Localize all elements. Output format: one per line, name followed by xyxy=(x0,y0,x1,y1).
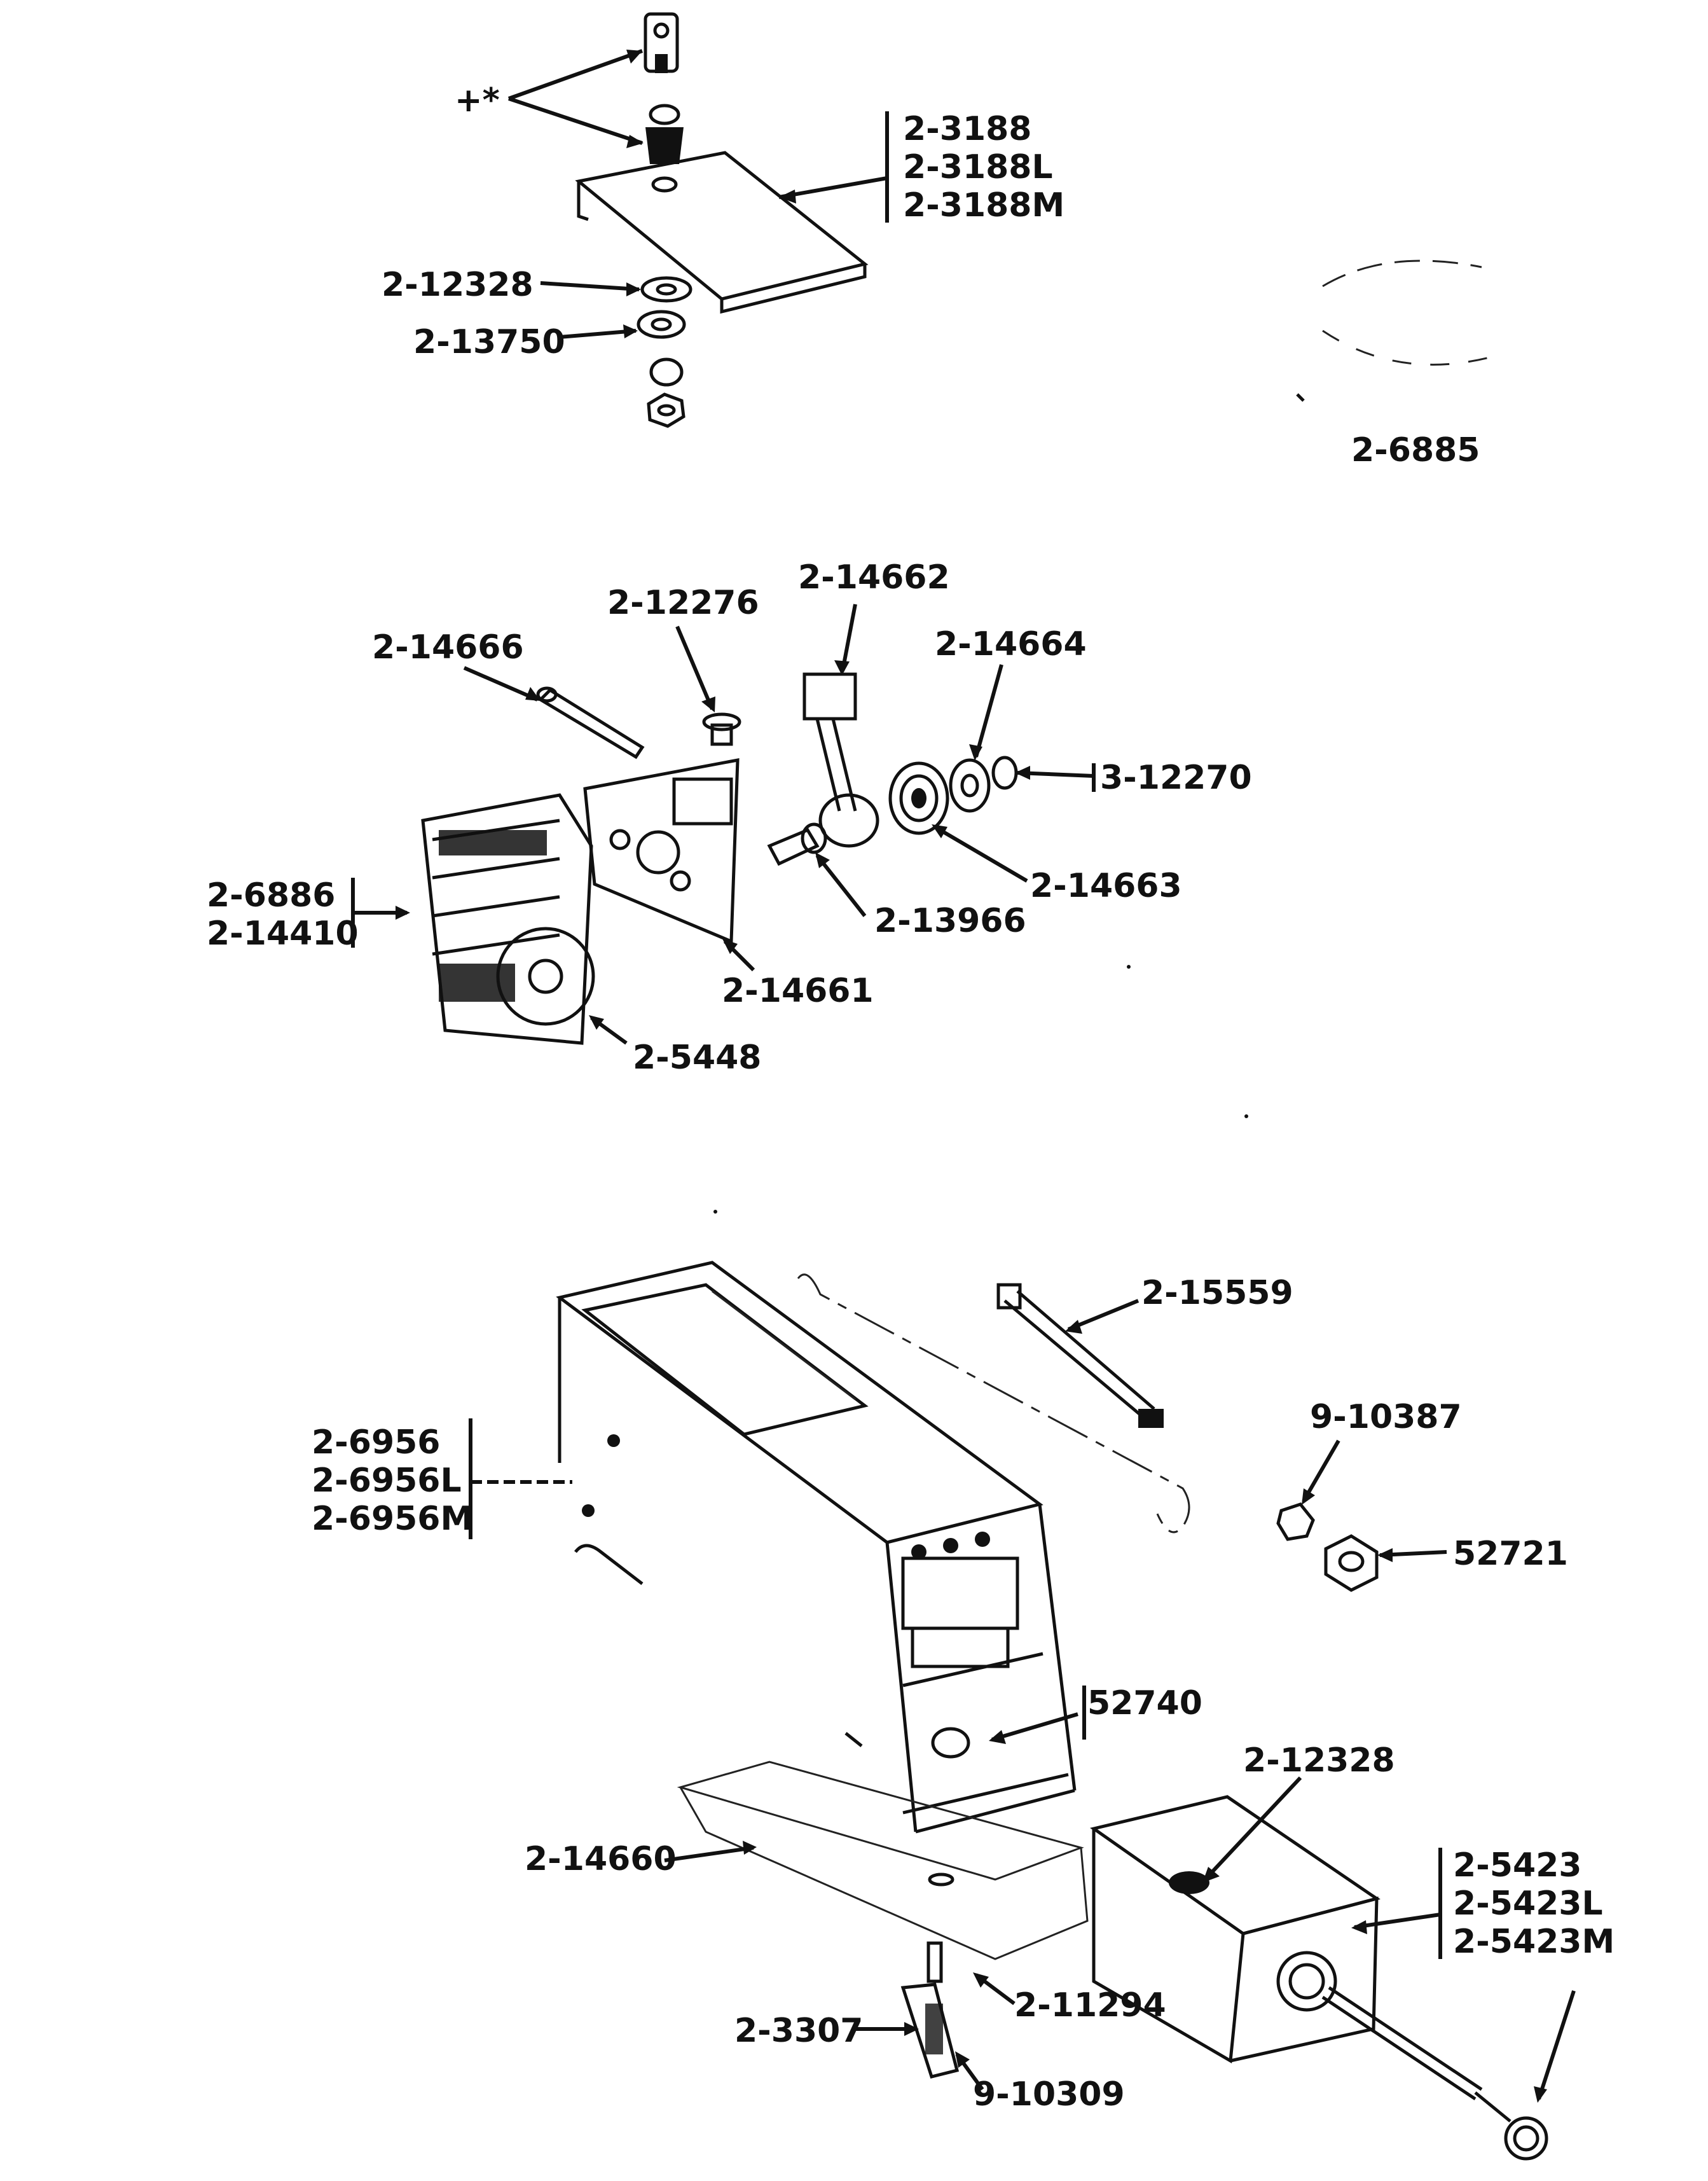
callout-plus-star: +* xyxy=(455,81,500,120)
washer-part xyxy=(949,758,991,813)
top-assembly: +* 2-3188 2-3188L 2-3188M 2-12328 2-1375… xyxy=(382,12,1495,469)
callout-2-6956: 2-6956 xyxy=(312,1423,441,1462)
screw-part xyxy=(702,712,741,746)
callout-2-14410: 2-14410 xyxy=(207,915,359,953)
callout-9-10387: 9-10387 xyxy=(1310,1398,1462,1436)
callout-2-15559: 2-15559 xyxy=(1141,1274,1293,1312)
callout-2-6885: 2-6885 xyxy=(1351,431,1480,469)
callout-2-3188m: 2-3188M xyxy=(903,186,1064,225)
callout-2-14660: 2-14660 xyxy=(525,1840,677,1878)
callout-2-12328-bottom: 2-12328 xyxy=(1243,1741,1395,1780)
callout-2-12328-top: 2-12328 xyxy=(382,266,534,304)
main-cabinet-part xyxy=(556,1261,1077,1834)
callout-52721: 52721 xyxy=(1453,1535,1568,1573)
callout-2-3307: 2-3307 xyxy=(734,2012,864,2050)
clip-part xyxy=(991,756,1018,790)
leader-2-12328a xyxy=(540,281,640,291)
key-part xyxy=(644,12,679,73)
spring-pin-part xyxy=(926,1941,943,1983)
stray-mark xyxy=(1244,1114,1248,1118)
bottom-assembly: 2-15559 9-10387 52721 2-6956 2-6956L 2-6… xyxy=(312,1261,1615,2161)
leader-2-3188 xyxy=(778,176,888,199)
rod-part xyxy=(996,1283,1164,1428)
callout-2-5423m: 2-5423M xyxy=(1453,1923,1615,1961)
callout-2-13966: 2-13966 xyxy=(874,902,1026,940)
leader-plus-star-cylinder xyxy=(508,97,643,145)
cover-plate-part xyxy=(575,151,869,314)
leader-2-13750 xyxy=(559,329,637,339)
callout-52740: 52740 xyxy=(1087,1684,1202,1722)
callout-2-14663: 2-14663 xyxy=(1030,867,1182,905)
washer-nut-stack xyxy=(637,276,692,428)
shaft-part xyxy=(537,688,645,759)
callout-2-5423l: 2-5423L xyxy=(1453,1885,1603,1923)
callout-2-6956l: 2-6956L xyxy=(312,1462,462,1500)
callout-2-14662: 2-14662 xyxy=(798,558,950,597)
callout-2-3188: 2-3188 xyxy=(903,110,1032,148)
lock-cylinder-part xyxy=(645,104,684,193)
stray-mark xyxy=(1127,965,1131,969)
connecting-wire xyxy=(797,1273,1190,1534)
counter-mechanism-part xyxy=(421,793,595,1045)
callout-2-14664: 2-14664 xyxy=(935,625,1087,663)
callout-2-6886: 2-6886 xyxy=(207,876,336,915)
callout-2-14666: 2-14666 xyxy=(372,628,524,667)
drawer-part xyxy=(1090,1795,1381,2064)
base-plate-part xyxy=(677,1761,1089,1960)
callout-2-11294: 2-11294 xyxy=(1014,1986,1166,2025)
callout-2-14661: 2-14661 xyxy=(722,972,874,1010)
stray-mark xyxy=(713,1210,717,1214)
callout-9-10309: 9-10309 xyxy=(973,2075,1125,2114)
spring-part xyxy=(888,761,949,835)
bezel-part xyxy=(1296,260,1495,402)
callout-2-5423: 2-5423 xyxy=(1453,1846,1582,1885)
callout-2-13750: 2-13750 xyxy=(413,323,565,361)
pin-part xyxy=(767,822,827,866)
callout-2-6956m: 2-6956M xyxy=(312,1500,473,1538)
middle-assembly: 2-14662 2-12276 2-14666 2-14664 3-12270 … xyxy=(207,558,1252,1077)
callout-3-12270: 3-12270 xyxy=(1100,759,1252,797)
latch-part xyxy=(900,1983,960,2079)
knob-part xyxy=(1324,1534,1379,1592)
drawer-pull-rod xyxy=(1321,1986,1548,2161)
callout-2-5448: 2-5448 xyxy=(633,1039,762,1077)
callout-2-12276: 2-12276 xyxy=(607,584,759,622)
lever-part xyxy=(802,672,879,848)
callout-2-3188l: 2-3188L xyxy=(903,148,1053,186)
mounting-plate-part xyxy=(583,758,740,944)
leader-plus-star-key xyxy=(507,49,644,100)
nut-part xyxy=(1276,1502,1315,1541)
